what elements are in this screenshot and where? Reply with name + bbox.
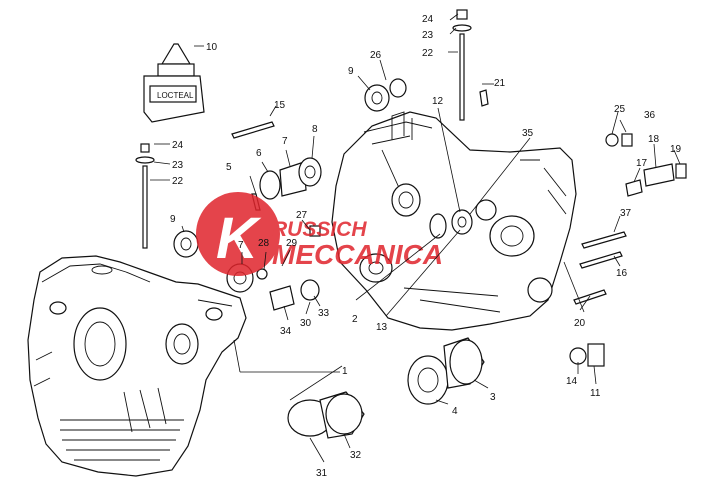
callout-9a: 9 [348, 66, 354, 77]
bolts [231, 89, 627, 305]
callout-23b: 23 [172, 160, 184, 171]
watermark-line-2: MECCANICA [272, 239, 443, 270]
callout-29: 29 [286, 238, 298, 249]
callout-5: 5 [226, 162, 232, 173]
tube-label: LOCTEAL [157, 91, 194, 100]
callout-32: 32 [350, 450, 362, 461]
callout-26: 26 [370, 50, 382, 61]
callout-23a: 23 [422, 30, 434, 41]
watermark-line-1: RUSSICH [272, 218, 367, 241]
callout-30: 30 [300, 318, 312, 329]
callout-7b: 7 [238, 240, 244, 251]
callout-15: 15 [274, 100, 286, 111]
callout-21: 21 [494, 78, 506, 89]
callout-37: 37 [620, 208, 632, 219]
callout-19: 19 [670, 144, 682, 155]
callout-24b: 24 [172, 140, 184, 151]
callout-36: 36 [644, 110, 656, 121]
watermark: K RUSSICH MECCANICA [196, 192, 443, 276]
callout-labels: 1 2 3 4 5 6 7 7 8 9 9 10 11 12 13 14 15 … [170, 14, 682, 479]
callout-22b: 22 [172, 176, 184, 187]
callout-22a: 22 [422, 48, 434, 59]
callout-14: 14 [566, 376, 578, 387]
callout-7a: 7 [282, 136, 288, 147]
callout-24a: 24 [422, 14, 434, 25]
callout-1: 1 [342, 366, 348, 377]
callout-4: 4 [452, 406, 458, 417]
sealant-tube: LOCTEAL [143, 43, 205, 123]
callout-11: 11 [590, 388, 601, 399]
callout-13: 13 [376, 322, 388, 333]
callout-33: 33 [318, 308, 330, 319]
left-stud-assembly [135, 143, 155, 249]
left-crankcase-half [27, 255, 247, 477]
callout-6: 6 [256, 148, 262, 159]
callout-2: 2 [352, 314, 358, 325]
watermark-circle [196, 192, 280, 276]
callout-3: 3 [490, 392, 496, 403]
watermark-letter: K [216, 206, 262, 271]
callout-35: 35 [522, 128, 534, 139]
callout-8: 8 [312, 124, 318, 135]
callout-20: 20 [574, 318, 586, 329]
callout-16: 16 [616, 268, 628, 279]
callout-31: 31 [316, 468, 328, 479]
callout-12: 12 [432, 96, 444, 107]
callout-17: 17 [636, 158, 648, 169]
callout-27: 27 [296, 210, 308, 221]
callout-25: 25 [614, 104, 626, 115]
leader-lines [150, 13, 681, 463]
callout-28: 28 [258, 238, 270, 249]
callout-9b: 9 [170, 214, 176, 225]
callout-10: 10 [206, 42, 218, 53]
callout-34: 34 [280, 326, 292, 337]
callout-18: 18 [648, 134, 660, 145]
bearings [173, 78, 687, 439]
top-stud-assembly [452, 9, 472, 121]
